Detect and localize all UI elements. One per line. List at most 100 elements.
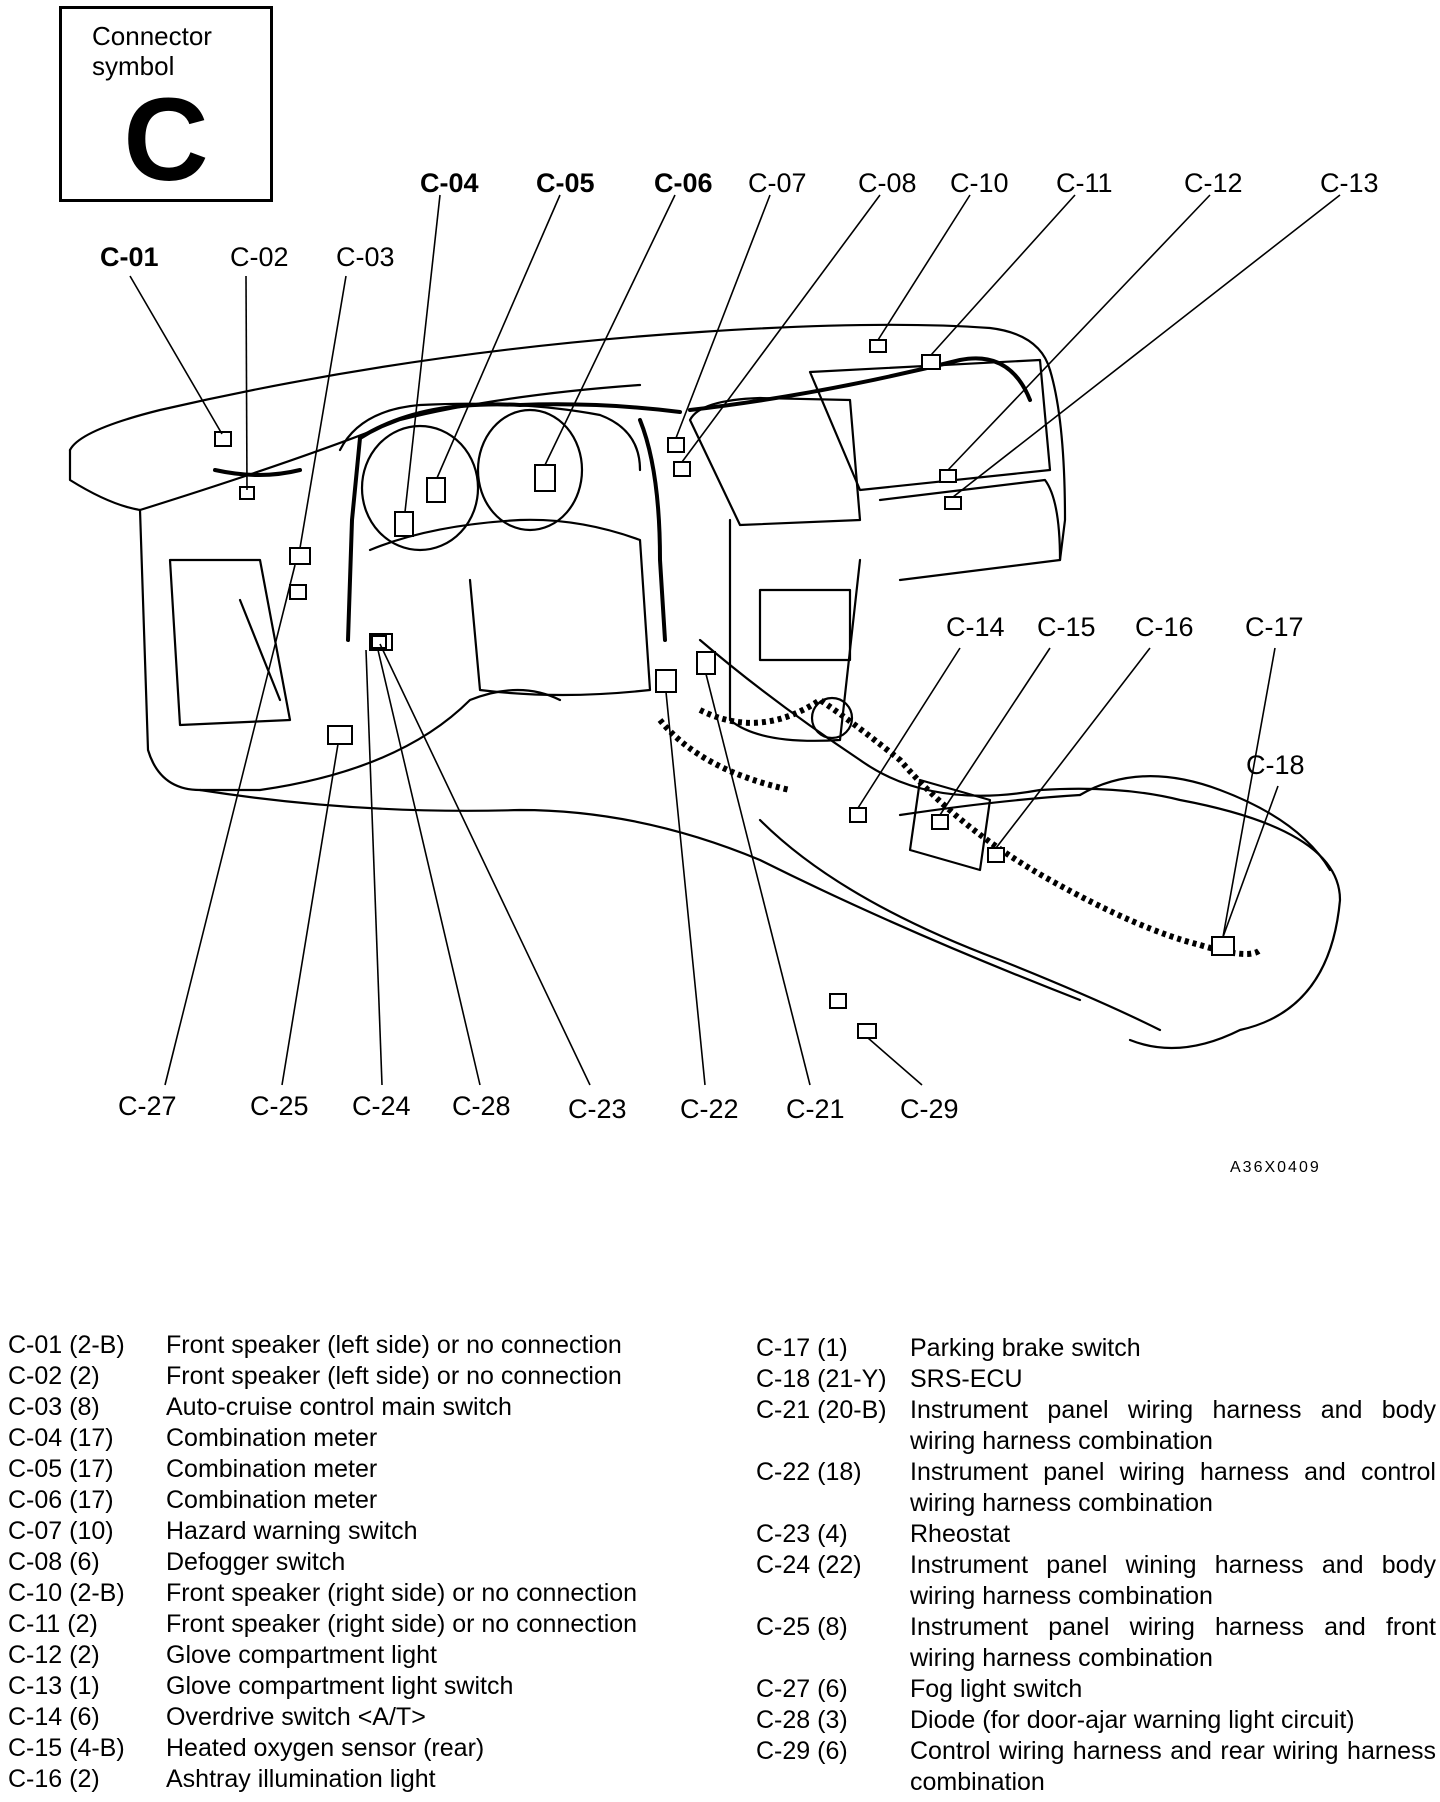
- legend-row: C-11 (2) Front speaker (right side) or no…: [8, 1609, 708, 1640]
- connector-symbol-box: Connector symbol C: [59, 6, 273, 202]
- leader-lines: [129, 194, 1341, 1086]
- legend-code: C-28 (3): [756, 1706, 848, 1734]
- callout-c-21: C-21: [786, 1094, 845, 1124]
- callout-c-13: C-13: [1320, 168, 1379, 198]
- legend-row: C-22 (18) Instrument panel wiring harness…: [756, 1457, 1436, 1519]
- legend-description: Ashtray illumination light: [166, 1765, 436, 1793]
- callout-c-04: C-04: [420, 168, 479, 198]
- legend-code: C-22 (18): [756, 1458, 862, 1486]
- legend-code: C-16 (2): [8, 1765, 100, 1793]
- legend-description: Fog light switch: [910, 1675, 1083, 1703]
- legend-row: C-02 (2) Front speaker (left side) or no …: [8, 1361, 708, 1392]
- legend-row: C-23 (4) Rheostat: [756, 1519, 1436, 1550]
- callout-c-17: C-17: [1245, 612, 1304, 642]
- legend-code: C-01 (2-B): [8, 1331, 125, 1359]
- callout-c-05: C-05: [536, 168, 595, 198]
- legend-row: C-05 (17) Combination meter: [8, 1454, 708, 1485]
- legend-code: C-23 (4): [756, 1520, 848, 1548]
- legend-description: Instrument panel wiring harness and body…: [910, 1396, 1436, 1455]
- callout-c-27: C-27: [118, 1091, 177, 1121]
- legend-description: Heated oxygen sensor (rear): [166, 1734, 485, 1762]
- dashboard-outline: [68, 323, 1342, 1050]
- callout-c-28: C-28: [452, 1091, 511, 1121]
- callout-c-22: C-22: [680, 1094, 739, 1124]
- legend-row: C-24 (22)Instrument panel wining harness…: [756, 1550, 1436, 1612]
- callout-c-23: C-23: [568, 1094, 627, 1124]
- legend-code: C-14 (6): [8, 1703, 100, 1731]
- legend-description: Instrument panel wining harness and body…: [910, 1551, 1436, 1610]
- legend-description: Control wiring harness and rear wiring h…: [910, 1737, 1436, 1796]
- legend-row: C-25 (8) Instrument panel wiring harness …: [756, 1612, 1436, 1674]
- legend-description: Front speaker (left side) or no connecti…: [166, 1362, 622, 1390]
- legend-row: C-08 (6)Defogger switch: [8, 1547, 708, 1578]
- callout-c-14: C-14: [946, 612, 1005, 642]
- legend-code: C-15 (4-B): [8, 1734, 125, 1762]
- legend-row: C-21 (20-B) Instrument panel wiring harne…: [756, 1395, 1436, 1457]
- legend-code: C-03 (8): [8, 1393, 100, 1421]
- callout-c-11: C-11: [1056, 168, 1113, 198]
- legend-code: C-12 (2): [8, 1641, 100, 1669]
- callout-c-07: C-07: [748, 168, 807, 198]
- wiring-harness: [213, 356, 1032, 642]
- legend-code: C-07 (10): [8, 1517, 114, 1545]
- legend-description: Diode (for door-ajar warning light circu…: [910, 1706, 1355, 1734]
- legend-row: C-04 (17) Combination meter: [8, 1423, 708, 1454]
- legend-description: Front speaker (left side) or no connecti…: [166, 1331, 622, 1359]
- legend-code: C-02 (2): [8, 1362, 100, 1390]
- callout-c-06: C-06: [654, 168, 713, 198]
- legend-code: C-29 (6): [756, 1737, 848, 1765]
- legend-left: C-01 (2-B) Front speaker (left side) or n…: [8, 1330, 708, 1795]
- legend-code: C-21 (20-B): [756, 1396, 887, 1424]
- legend-row: C-28 (3) Diode (for door-ajar warning lig…: [756, 1705, 1436, 1736]
- legend-row: C-16 (2) Ashtray illumination light: [8, 1764, 708, 1795]
- legend-description: Combination meter: [166, 1424, 378, 1452]
- callout-c-12: C-12: [1184, 168, 1243, 198]
- callout-c-08: C-08: [858, 168, 917, 198]
- legend-description: Instrument panel wiring harness and cont…: [910, 1458, 1436, 1517]
- callout-c-24: C-24: [352, 1091, 411, 1121]
- callout-c-01: C-01: [100, 242, 159, 272]
- connector-symbol-letter: C: [123, 74, 209, 206]
- legend-row: C-10 (2-B)Front speaker (right side) or …: [8, 1578, 708, 1609]
- legend-row: C-12 (2) Glove compartment light: [8, 1640, 708, 1671]
- console-harness: [657, 696, 1263, 957]
- legend-description: SRS-ECU: [910, 1365, 1023, 1393]
- connector-blocks: [214, 339, 1235, 1039]
- legend-row: C-29 (6) Control wiring harness and rear …: [756, 1736, 1436, 1798]
- callout-c-25: C-25: [250, 1091, 309, 1121]
- legend-code: C-17 (1): [756, 1334, 848, 1362]
- legend-code: C-13 (1): [8, 1672, 100, 1700]
- legend-description: Rheostat: [910, 1520, 1011, 1548]
- legend-description: Defogger switch: [166, 1548, 346, 1576]
- legend-description: Parking brake switch: [910, 1334, 1141, 1362]
- legend-code: C-18 (21-Y): [756, 1365, 887, 1393]
- legend-description: Front speaker (right side) or no connect…: [166, 1610, 638, 1638]
- legend-description: Overdrive switch <A/T>: [166, 1703, 426, 1731]
- legend-description: Front speaker (right side) or no connect…: [166, 1579, 638, 1607]
- callout-c-16: C-16: [1135, 612, 1194, 642]
- legend-row: C-18 (21-Y) SRS-ECU: [756, 1364, 1436, 1395]
- legend-description: Hazard warning switch: [166, 1517, 418, 1545]
- legend-description: Glove compartment light switch: [166, 1672, 514, 1700]
- legend-row: C-03 (8)Auto-cruise control main switch: [8, 1392, 708, 1423]
- legend-row: C-06 (17)Combination meter: [8, 1485, 708, 1516]
- callout-c-29: C-29: [900, 1094, 959, 1124]
- figure-code: A36X0409: [1230, 1159, 1321, 1176]
- legend-row: C-27 (6) Fog light switch: [756, 1674, 1436, 1705]
- legend-description: Instrument panel wiring harness and fron…: [910, 1613, 1436, 1672]
- legend-code: C-04 (17): [8, 1424, 114, 1452]
- callout-c-03: C-03: [336, 242, 395, 272]
- legend-code: C-27 (6): [756, 1675, 848, 1703]
- legend-code: C-05 (17): [8, 1455, 114, 1483]
- callout-c-18: C-18: [1246, 750, 1305, 780]
- legend-description: Glove compartment light: [166, 1641, 437, 1669]
- connector-symbol-caption: Connector symbol: [92, 21, 212, 81]
- callout-c-02: C-02: [230, 242, 289, 272]
- legend-description: Combination meter: [166, 1455, 378, 1483]
- legend-code: C-11 (2): [8, 1610, 98, 1638]
- legend-row: C-01 (2-B) Front speaker (left side) or n…: [8, 1330, 708, 1361]
- instrument-panel-diagram: C-01 C-02 C-03 C-04 C-05 C-06 C-07 C-08 …: [68, 168, 1379, 1176]
- legend-code: C-25 (8): [756, 1613, 848, 1641]
- legend-row: C-07 (10) Hazard warning switch: [8, 1516, 708, 1547]
